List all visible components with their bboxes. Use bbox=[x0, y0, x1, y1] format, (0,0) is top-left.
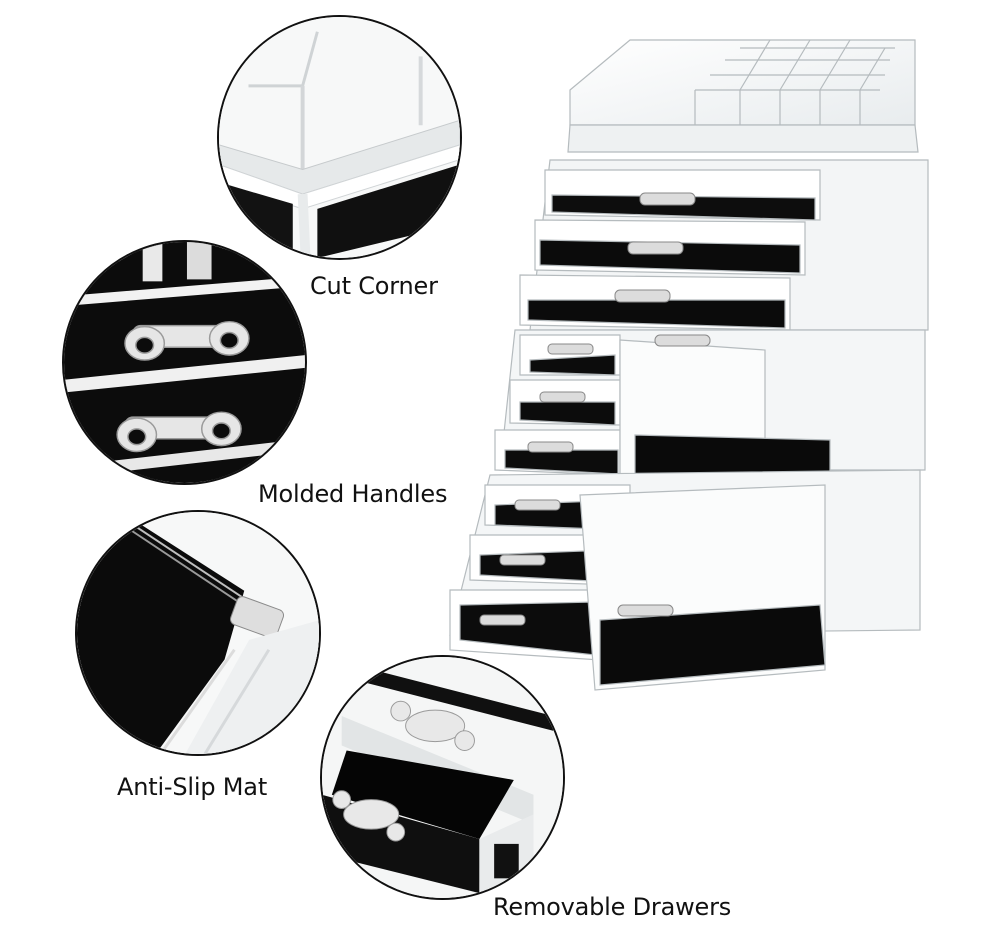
upper-drawer-unit bbox=[519, 159, 929, 331]
anti-slip-mat-inset bbox=[75, 510, 321, 756]
handle-icon bbox=[116, 411, 242, 453]
cut-corner-label: Cut Corner bbox=[310, 272, 438, 300]
organizer-illustration bbox=[449, 39, 929, 691]
handle-icon bbox=[390, 700, 475, 751]
anti-slip-mat-label: Anti-Slip Mat bbox=[117, 773, 268, 801]
bottom-drawer-unit bbox=[449, 469, 921, 691]
handle-icon bbox=[332, 790, 406, 842]
middle-drawer-unit bbox=[494, 329, 926, 501]
handle-icon bbox=[614, 192, 696, 303]
anti-slip-mat-photo bbox=[77, 512, 319, 754]
cut-corner-inset bbox=[217, 15, 462, 260]
handle-icon bbox=[124, 320, 250, 361]
lipstick-tray bbox=[567, 39, 919, 153]
cut-corner-photo bbox=[219, 17, 460, 258]
handle-icon bbox=[479, 499, 674, 626]
removable-drawers-photo bbox=[322, 657, 563, 898]
molded-handles-inset bbox=[62, 240, 307, 485]
molded-handles-photo bbox=[64, 242, 305, 483]
removable-drawers-label: Removable Drawers bbox=[493, 893, 732, 921]
handle-icon bbox=[527, 334, 711, 453]
removable-drawers-inset bbox=[320, 655, 565, 900]
acrylic-makeup-organizer bbox=[440, 30, 940, 700]
molded-handles-label: Molded Handles bbox=[258, 480, 448, 508]
